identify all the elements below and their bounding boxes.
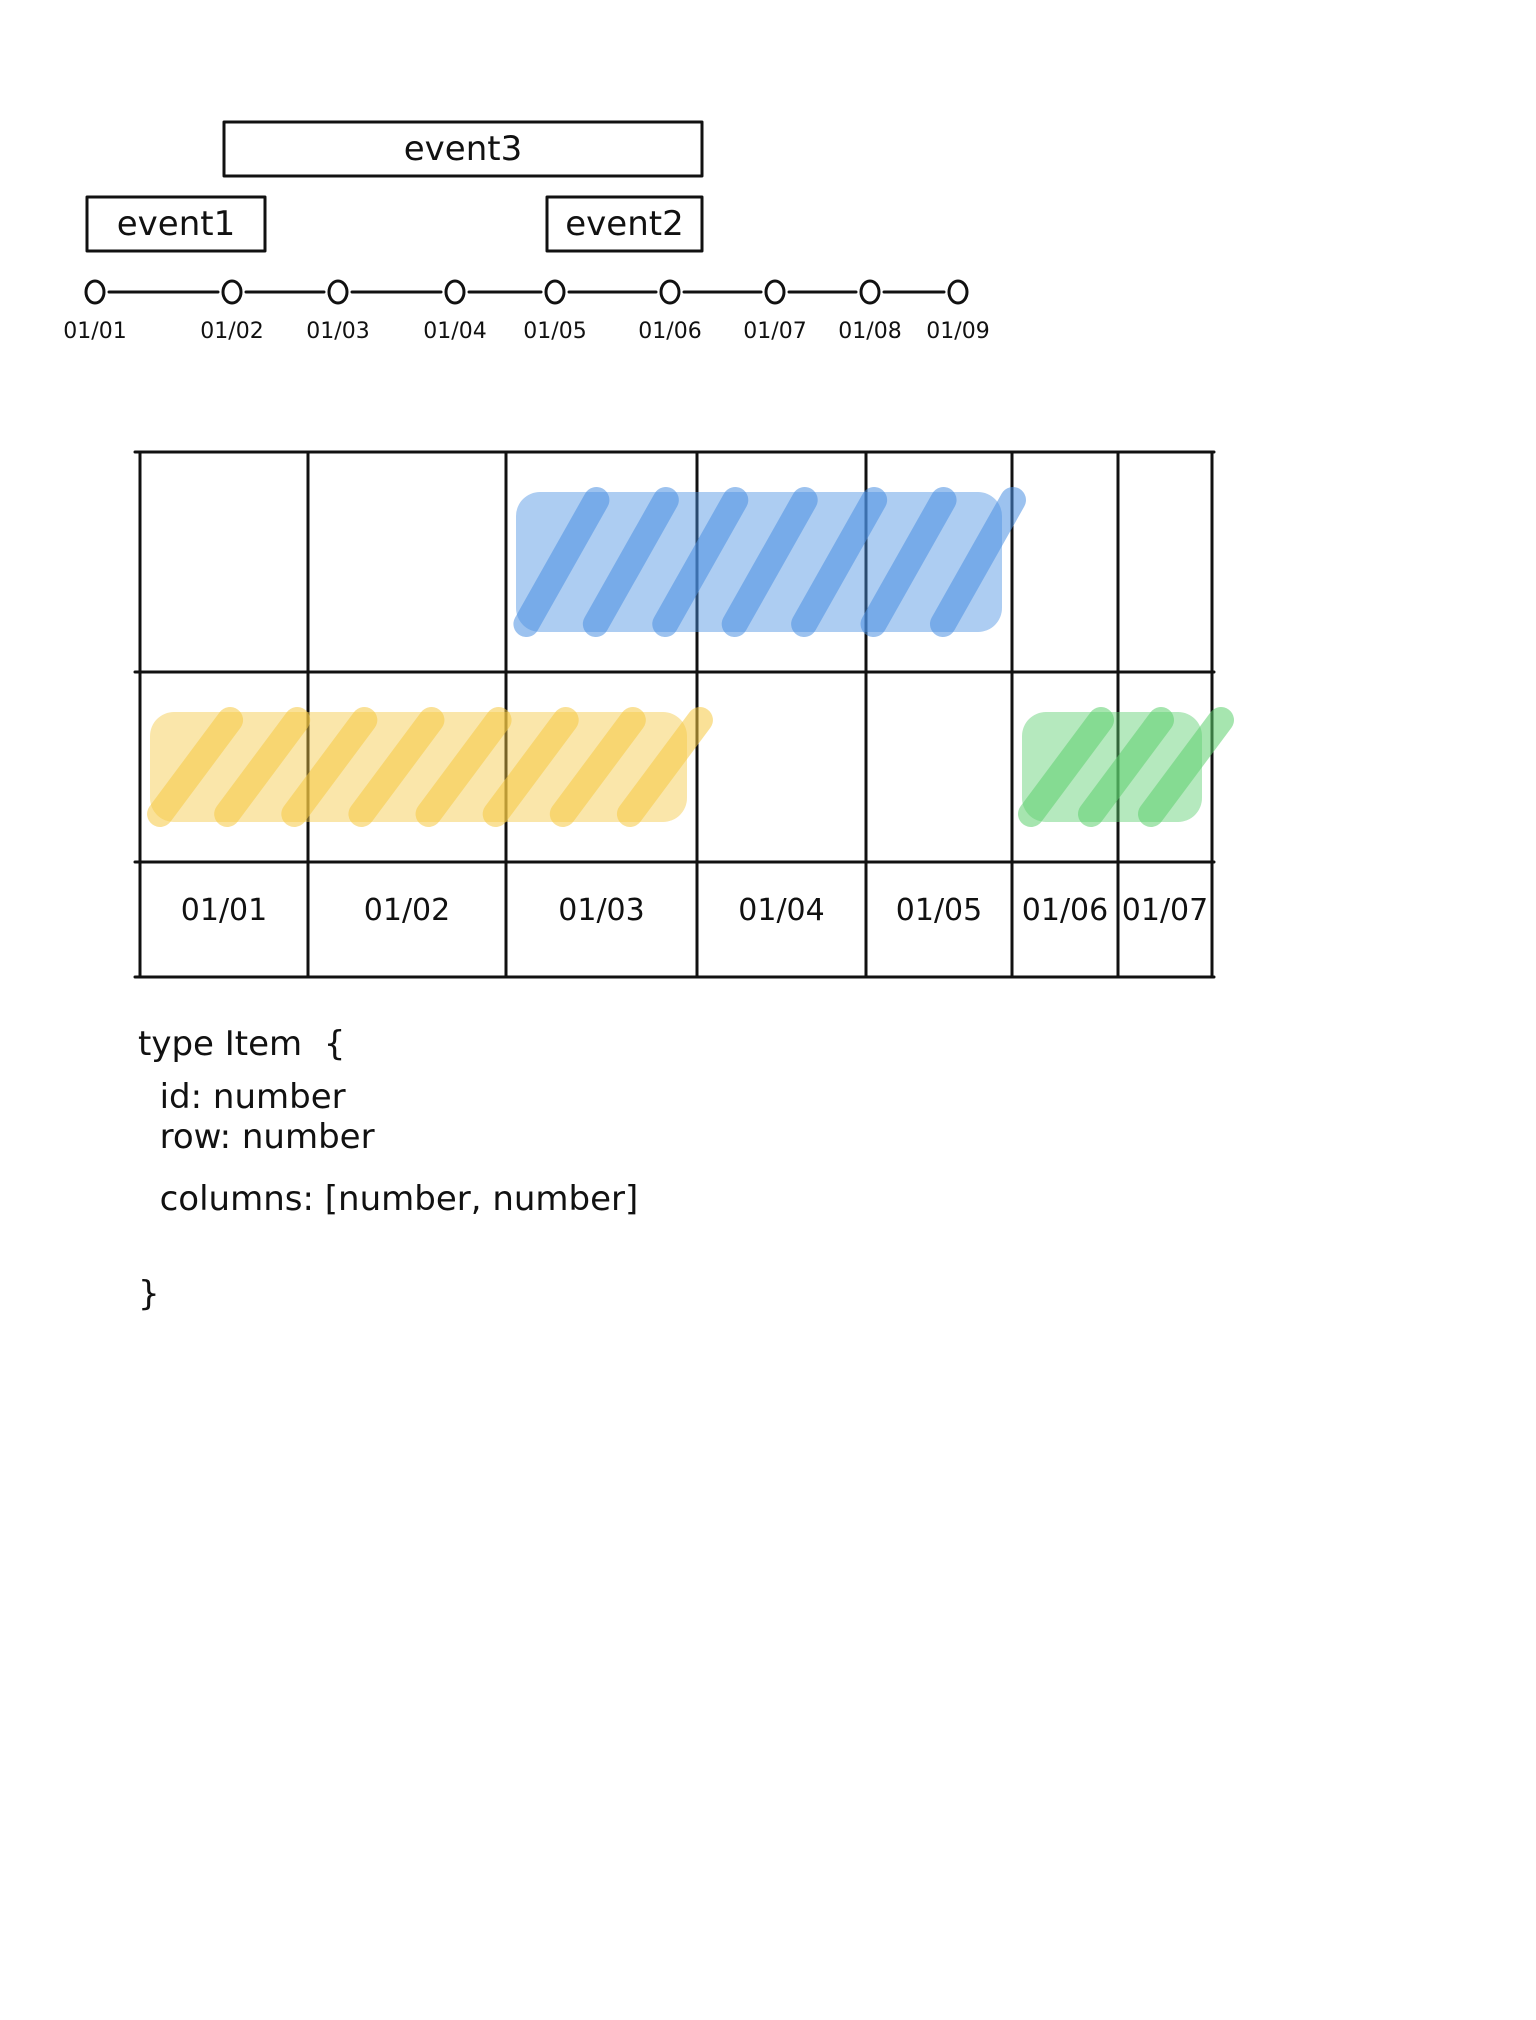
timeline-date-label: 01/06: [638, 319, 701, 344]
event-label: event2: [565, 204, 683, 244]
timeline-node: [947, 279, 969, 305]
code-line: }: [138, 1274, 160, 1314]
timeline-date-label: 01/01: [63, 319, 126, 344]
timeline-node: [84, 279, 106, 305]
timeline-node: [764, 279, 786, 305]
timeline-node: [327, 279, 349, 305]
event-label: event3: [404, 129, 522, 169]
timeline-node: [444, 279, 466, 305]
code-line: row: number: [138, 1117, 375, 1157]
grid-column-label: 01/07: [1122, 893, 1208, 928]
event-box: [222, 120, 704, 178]
timeline-date-label: 01/04: [423, 319, 486, 344]
timeline: 01/01 01/02 01/03 01/04 01/05 01/06 01/07 01/08…: [63, 120, 990, 344]
grid-column-label: 01/06: [1022, 893, 1108, 928]
timeline-date-label: 01/02: [200, 319, 263, 344]
grid-column-label: 01/03: [558, 893, 644, 928]
event-box: [545, 195, 704, 253]
timeline-node: [859, 279, 881, 305]
timeline-date-label: 01/07: [743, 319, 806, 344]
timeline-node: [659, 279, 681, 305]
timeline-date-label: 01/09: [926, 319, 989, 344]
grid-item-bar: [513, 487, 1026, 637]
grid-column-label: 01/04: [738, 893, 824, 928]
grid-column-label: 01/02: [364, 893, 450, 928]
timeline-node: [544, 279, 566, 305]
event-label: event1: [117, 204, 235, 244]
grid-column-label: 01/05: [896, 893, 982, 928]
grid-column-label: 01/01: [181, 893, 267, 928]
timeline-node: [221, 279, 243, 305]
event-box: [85, 195, 267, 253]
type-definition: type Item { id: number row: number colum…: [138, 1024, 638, 1314]
code-line: type Item {: [138, 1024, 345, 1064]
grid-item-bar: [1018, 707, 1234, 827]
timeline-date-label: 01/08: [838, 319, 901, 344]
code-line: id: number: [138, 1077, 346, 1117]
timeline-date-label: 01/05: [523, 319, 586, 344]
timeline-date-label: 01/03: [306, 319, 369, 344]
grid-item-bar: [147, 707, 713, 827]
code-line: columns: [number, number]: [138, 1179, 638, 1219]
schedule-grid: 01/01 01/02 01/03 01/04 01/05 01/06 01/07: [133, 450, 1234, 979]
